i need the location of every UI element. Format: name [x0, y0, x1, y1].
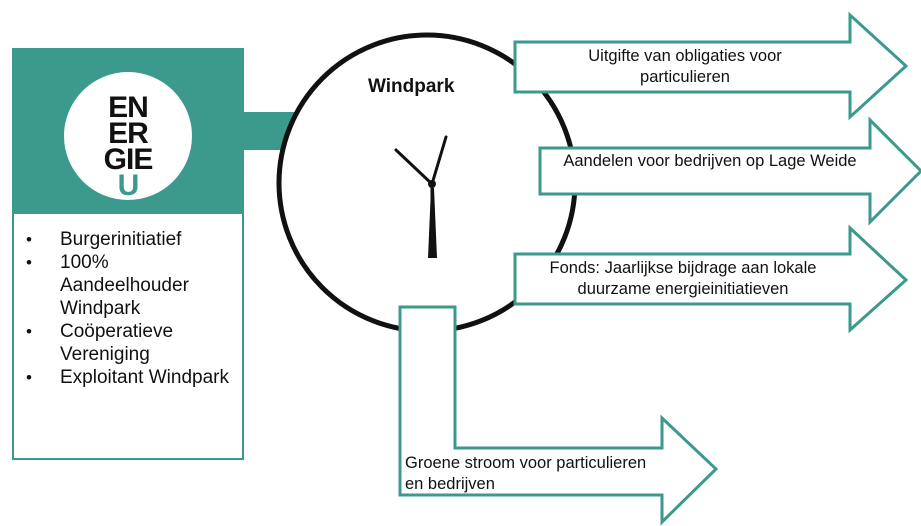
cooperative-panel: EN ER GIE U Burgerinitiatief 100% Aandee…	[12, 48, 244, 460]
arrow-bonds	[513, 11, 909, 121]
logo-line-3: GIE	[103, 143, 154, 176]
arrow-shares	[538, 116, 921, 226]
label-green-power: Groene stroom voor particulieren en bedr…	[405, 454, 647, 493]
arrow-green-power	[398, 305, 719, 526]
bullet-item: Burgerinitiatief	[14, 228, 230, 251]
logo-area: EN ER GIE U	[14, 50, 242, 214]
label-fund: Fonds: Jaarlijkse bijdrage aan lokale du…	[549, 259, 817, 298]
energie-u-logo: EN ER GIE U	[64, 72, 192, 202]
bullet-item: Exploitant Windpark	[14, 366, 230, 389]
bullet-item: 100% Aandeelhouder Windpark	[14, 251, 230, 320]
logo-line-2: ER	[108, 117, 149, 150]
windpark-title: Windpark	[368, 76, 455, 97]
logo-line-4: U	[117, 169, 140, 202]
wind-turbine-icon	[394, 135, 448, 258]
cooperative-bullet-list: Burgerinitiatief 100% Aandeelhouder Wind…	[14, 228, 242, 389]
logo-line-1: EN	[108, 91, 149, 124]
label-bonds: Uitgifte van obligaties voor particulier…	[588, 47, 782, 86]
arrow-fund	[513, 224, 909, 334]
label-shares: Aandelen voor bedrijven op Lage Weide	[563, 152, 857, 170]
bullet-item: Coöperatieve Vereniging	[14, 320, 230, 366]
